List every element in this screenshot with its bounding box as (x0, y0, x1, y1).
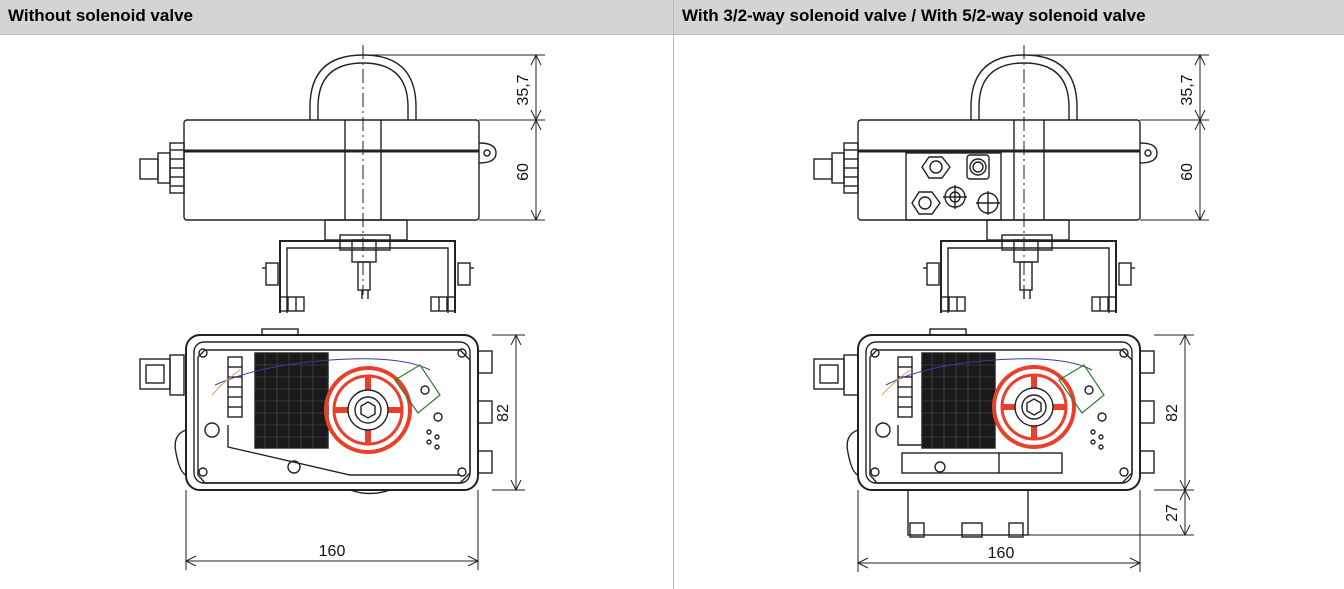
column-title: With 3/2-way solenoid valve / With 5/2-w… (682, 6, 1146, 25)
top-dimensions (184, 333, 525, 570)
drawing-without-solenoid: 35,7 60 82 160 (139, 45, 545, 570)
column-header: With 3/2-way solenoid valve / With 5/2-w… (674, 0, 1344, 35)
side-dimensions (1024, 53, 1209, 222)
housing-top-outline (185, 334, 479, 491)
mounting-bracket (940, 240, 1117, 313)
shaft-hex (360, 401, 376, 419)
dim-dome-height: 35,7 (1179, 74, 1196, 105)
wire-blue (214, 358, 431, 386)
dim-housing-height: 60 (515, 163, 532, 181)
mounting-bracket (279, 240, 456, 313)
dim-top-width: 82 (495, 404, 512, 422)
side-view (139, 45, 497, 313)
column-header: Without solenoid valve (0, 0, 673, 35)
shaft (1019, 261, 1033, 291)
wire-blue (885, 358, 1093, 386)
position-indicator (992, 365, 1076, 449)
top-dimensions (856, 333, 1194, 572)
dim-length: 160 (319, 543, 346, 560)
dim-valve-extension: 27 (1164, 504, 1181, 522)
side-dimensions (363, 53, 545, 222)
top-view (139, 328, 493, 495)
valve-extension (907, 489, 1029, 536)
solenoid-valve-block (905, 152, 1002, 221)
dim-top-width: 82 (1164, 404, 1181, 422)
switch-board (1058, 364, 1105, 414)
position-indicator (324, 366, 412, 454)
m12-connector (139, 358, 171, 390)
dim-dome-height: 35,7 (515, 74, 532, 105)
column-title: Without solenoid valve (8, 6, 193, 25)
column-without-solenoid: Without solenoid valve (0, 0, 673, 570)
drawing-with-solenoid: 35,7 60 82 27 160 (813, 45, 1209, 572)
electronics-module (254, 352, 329, 449)
dim-housing-height: 60 (1179, 163, 1196, 181)
dim-length: 160 (988, 545, 1015, 562)
top-view (813, 328, 1155, 538)
column-with-solenoid: With 3/2-way solenoid valve / With 5/2-w… (673, 0, 1344, 589)
shaft-hex (1026, 398, 1042, 416)
solenoid-valve-body (901, 452, 1063, 474)
electronics-module (921, 352, 996, 449)
housing (857, 119, 1141, 221)
m12-connector (813, 358, 845, 390)
side-view (813, 45, 1158, 313)
valve-port-hex (921, 156, 951, 179)
shaft (357, 261, 371, 291)
switch-board (394, 364, 441, 414)
housing (183, 119, 480, 221)
